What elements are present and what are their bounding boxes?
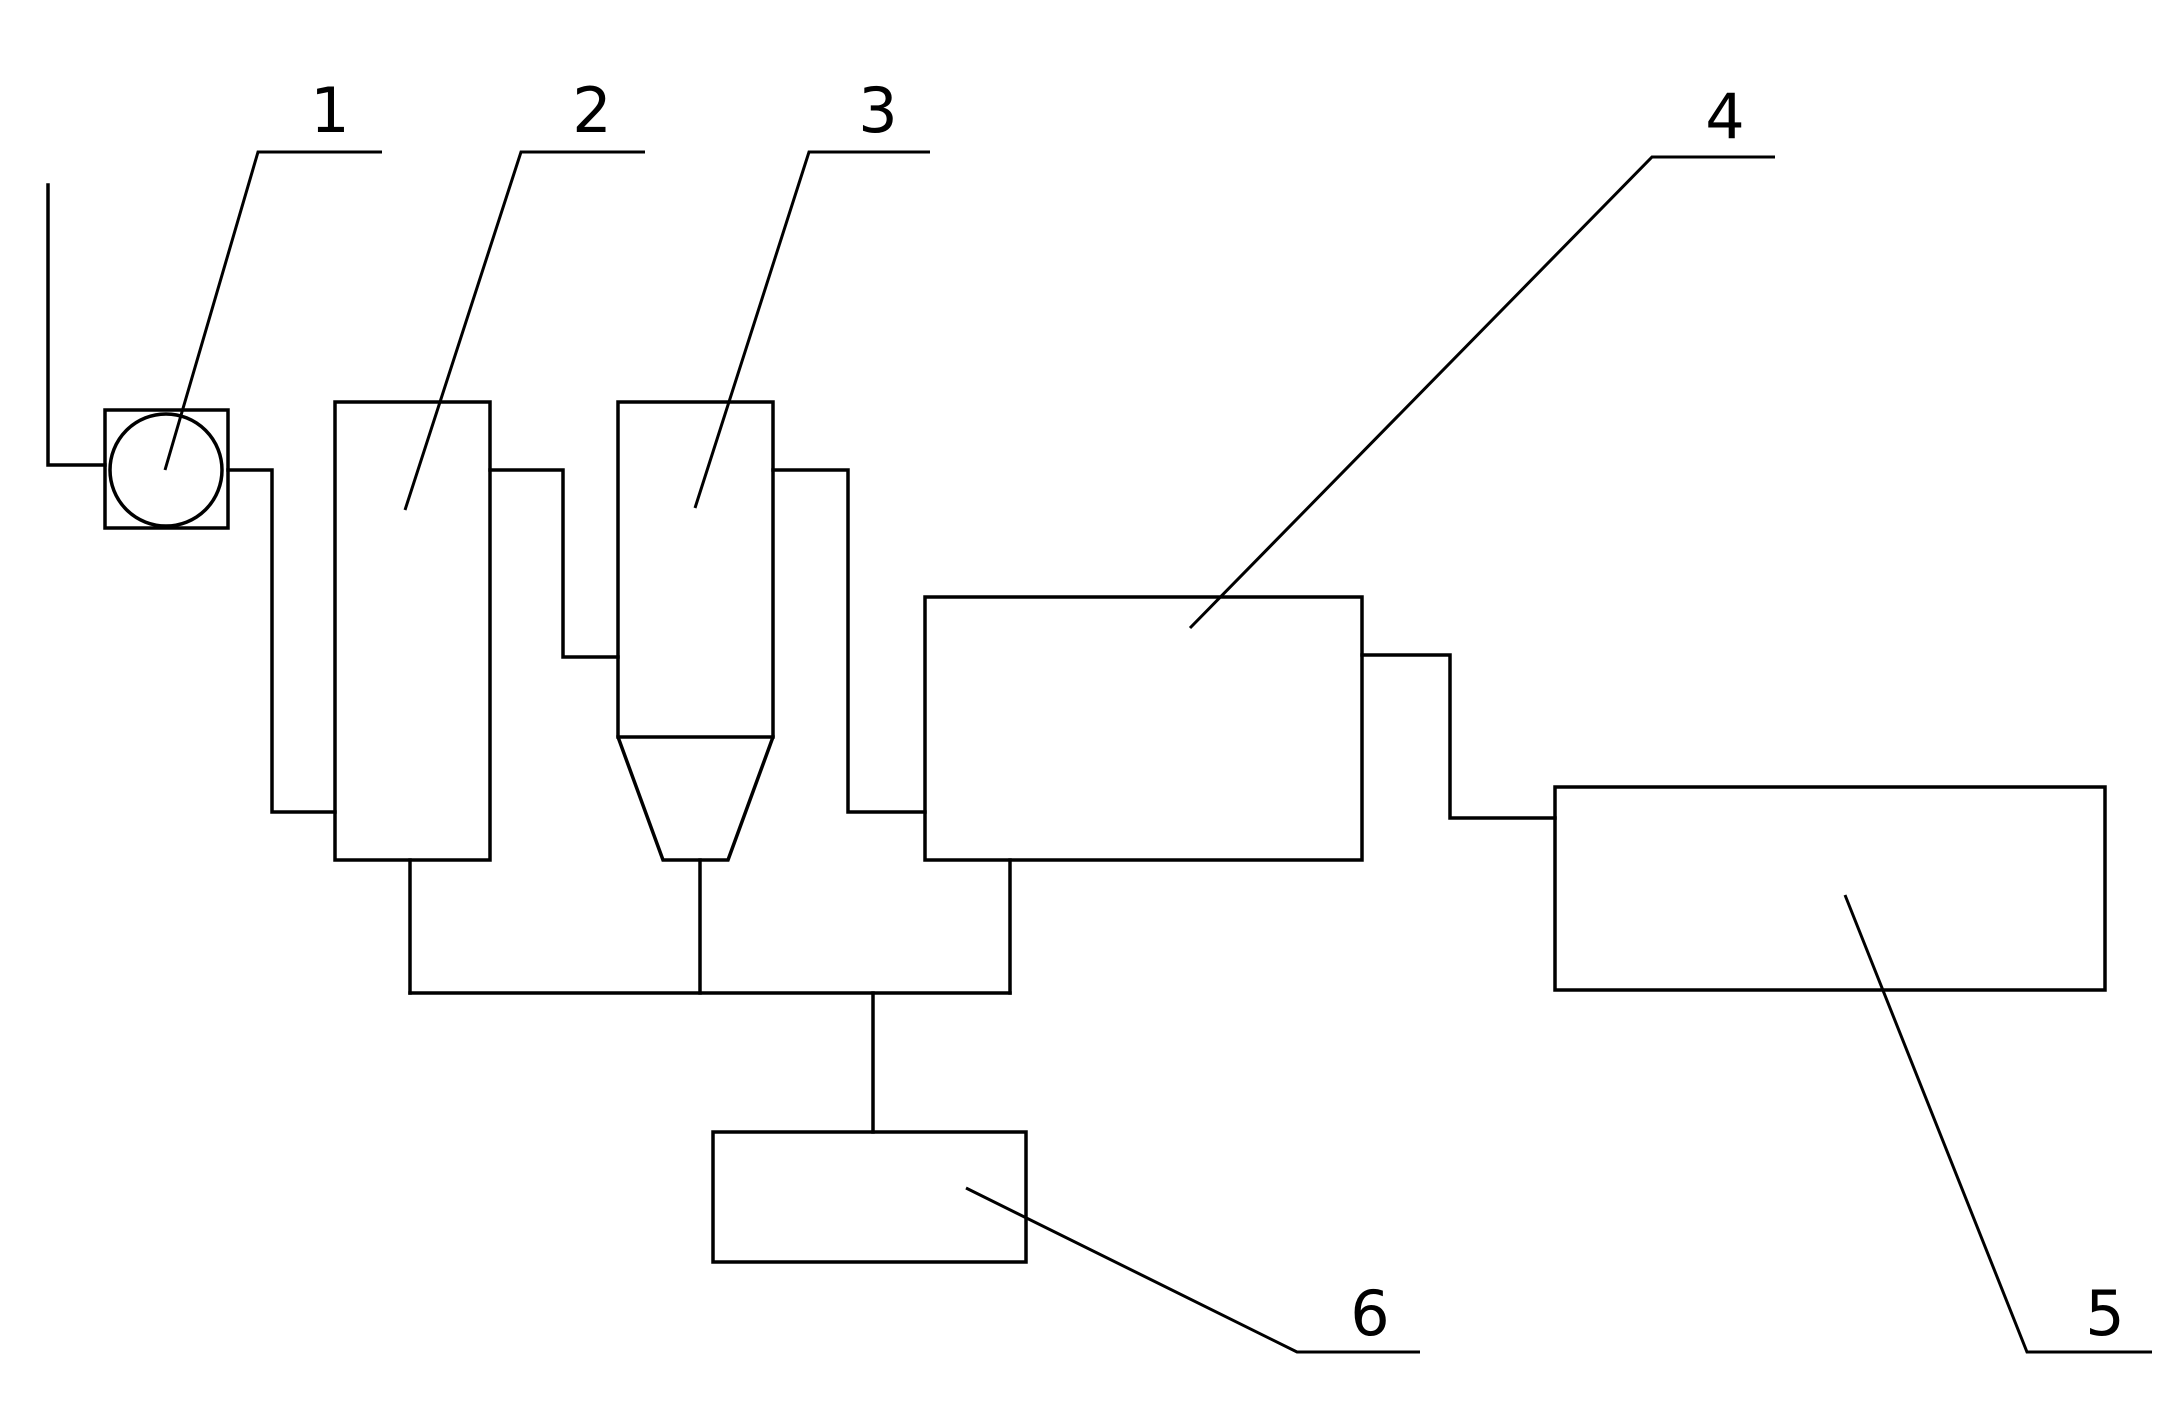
pipe-4-to-5	[1360, 653, 1557, 820]
leader-3	[693, 150, 930, 509]
callout-5: 5	[2085, 1277, 2124, 1350]
leader-lines	[163, 150, 2152, 1354]
component-4-box	[923, 595, 1364, 862]
component-5-box	[1553, 785, 2107, 992]
pipe-pump-to-2	[226, 468, 337, 814]
component-3-hopper	[616, 400, 775, 862]
component-6-box	[711, 1130, 1028, 1264]
inlet-pipe	[46, 183, 107, 467]
callout-4: 4	[1705, 80, 1744, 153]
leader-4	[1188, 155, 1775, 630]
pump-rotor-circle	[108, 412, 224, 528]
callout-1: 1	[310, 74, 349, 147]
component-2-tower	[333, 400, 492, 862]
leader-1	[163, 150, 382, 471]
leader-5	[1843, 894, 2152, 1354]
pipe-2-to-3	[488, 468, 620, 659]
leader-2	[403, 150, 645, 511]
callout-2: 2	[572, 74, 611, 147]
collection-manifold	[408, 858, 1012, 1134]
callout-6: 6	[1350, 1277, 1389, 1350]
callout-3: 3	[858, 74, 897, 147]
leader-6	[965, 1186, 1420, 1354]
pipe-3-to-4	[771, 468, 927, 814]
